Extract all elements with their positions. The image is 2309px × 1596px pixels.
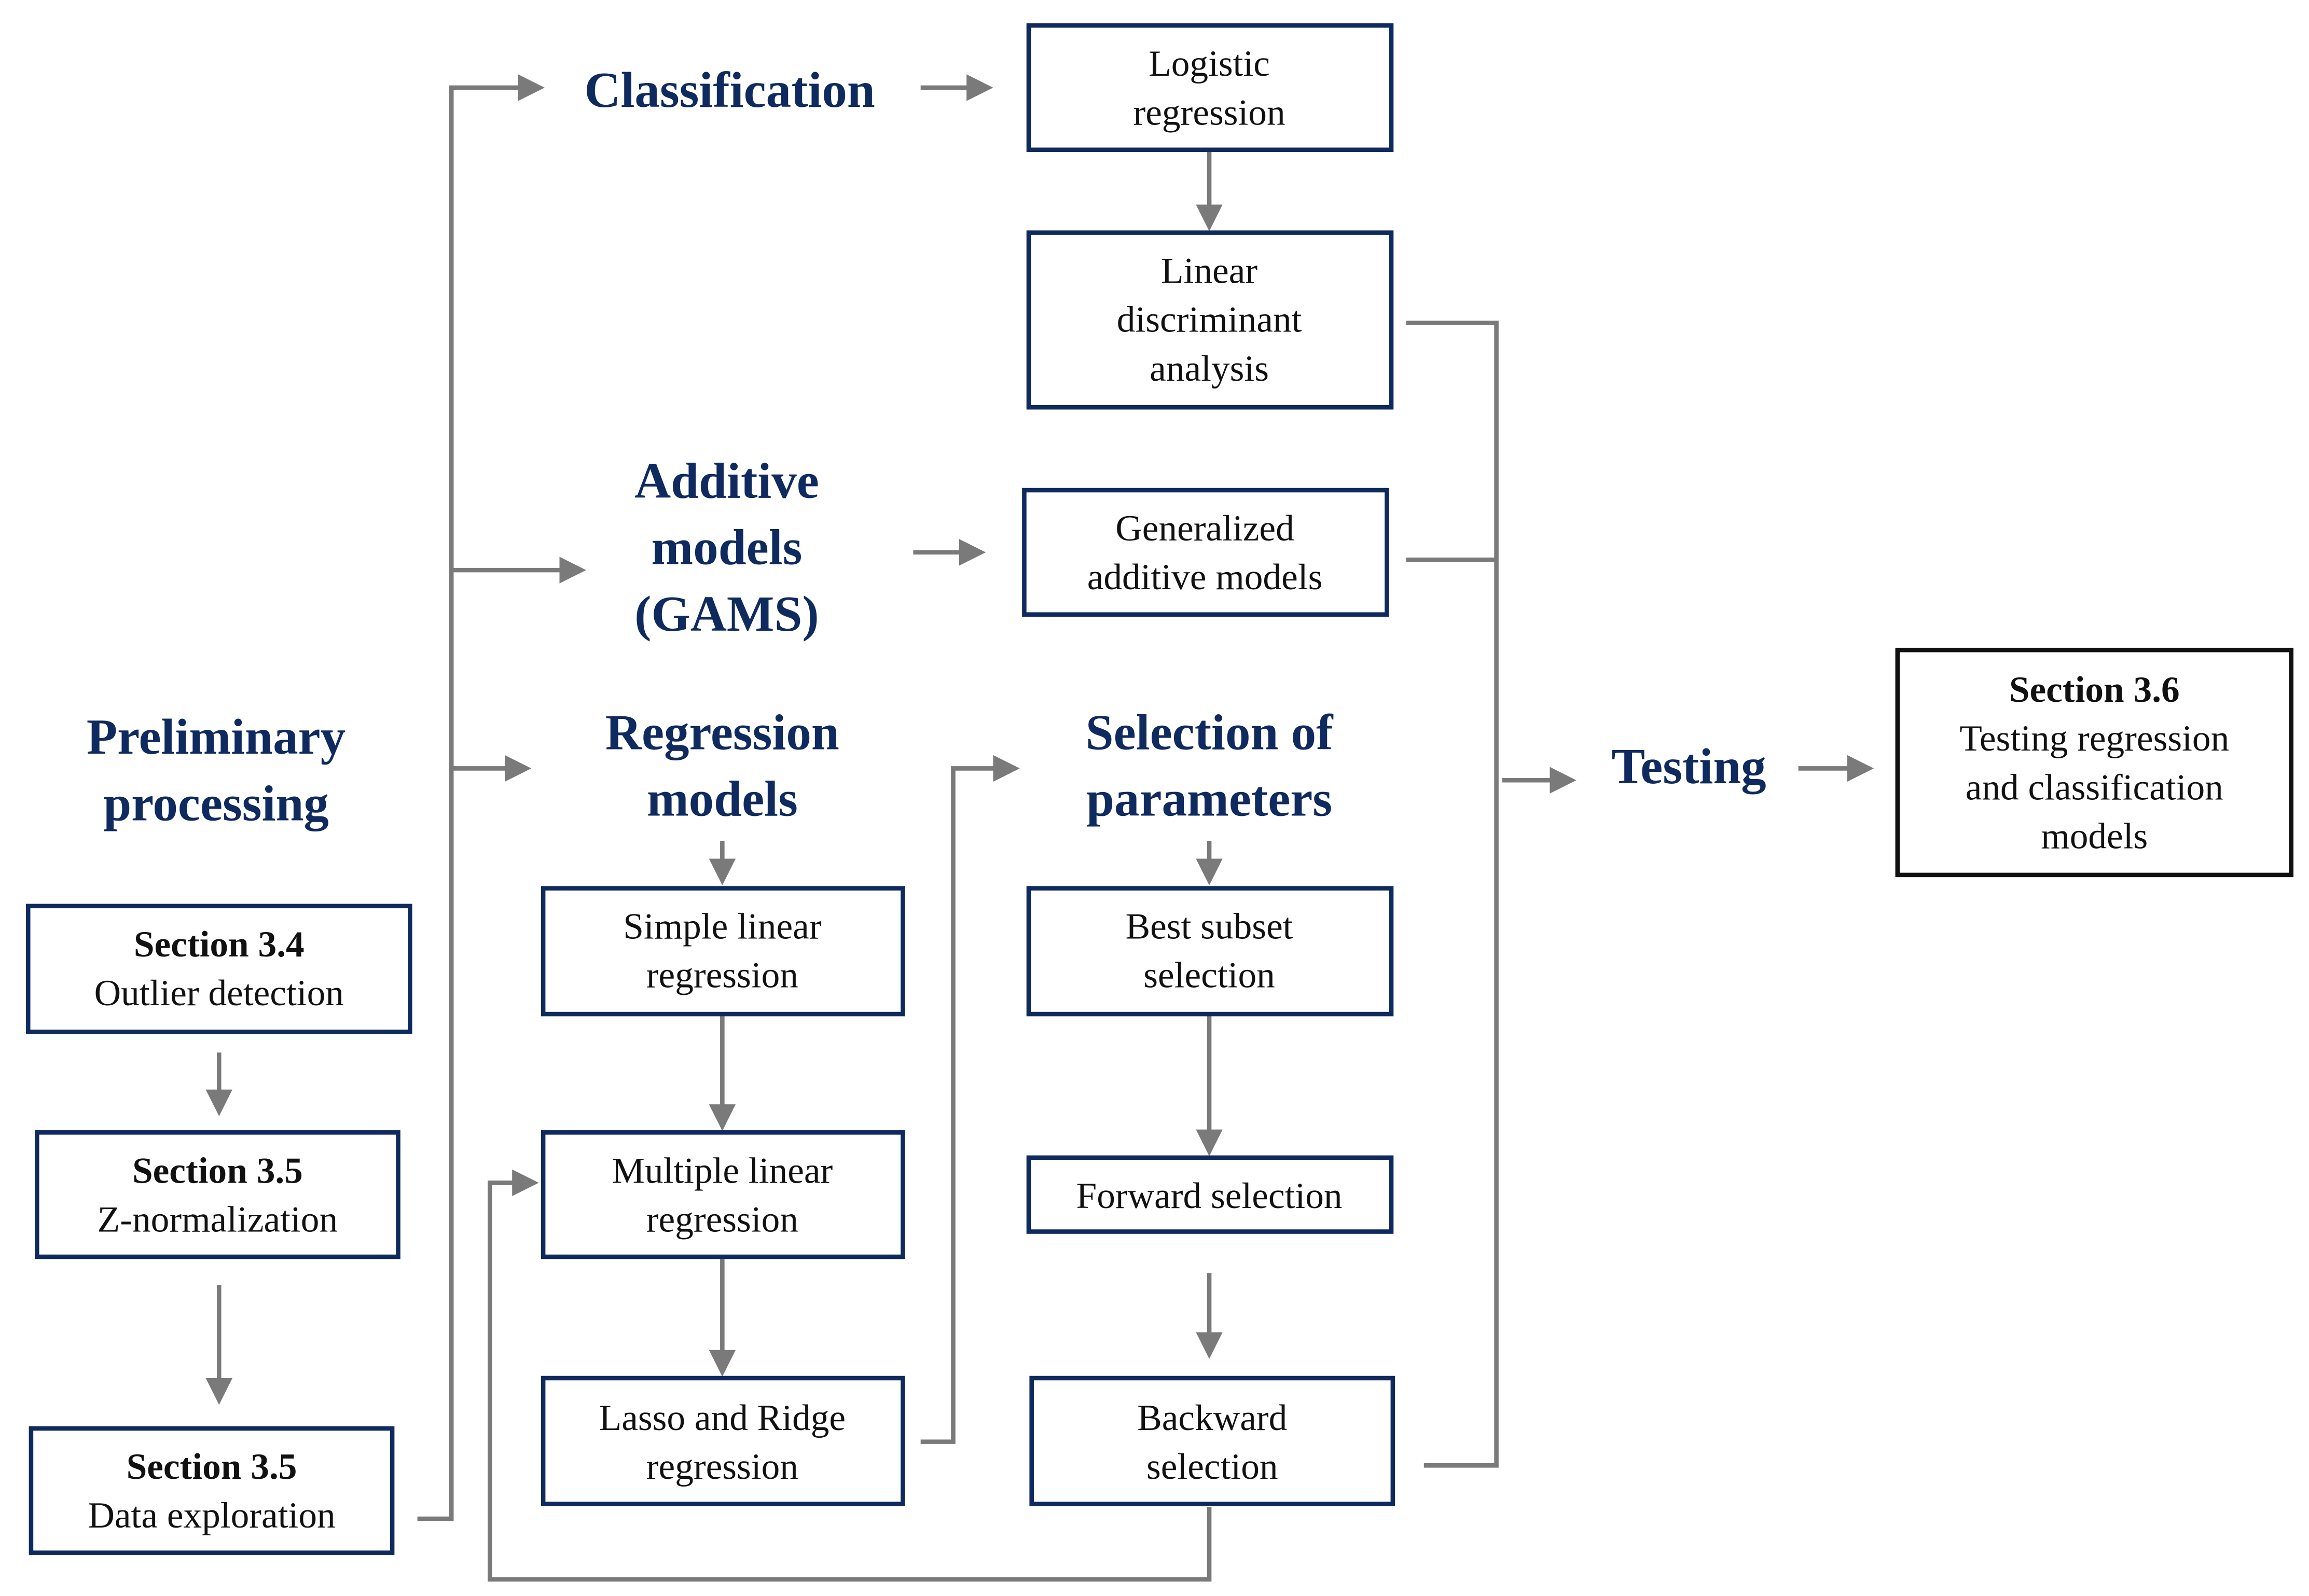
line-collector [1406,321,1499,1468]
box-forward-selection: Forward selection [1026,1155,1394,1234]
connectors [205,74,1874,1582]
arrow-lasso-to-selection [920,755,1020,1444]
heading-testing: Testing [1611,739,1766,794]
arrow-backward-to-multiple [488,1169,1212,1582]
svg-text:Forward selection: Forward selection [1076,1175,1343,1216]
heading-classification: Classification [584,62,875,118]
svg-text:Section 3.5Z-normalization: Section 3.5Z-normalization [98,1150,338,1240]
arrow-prelim-to-classification [417,74,545,1521]
